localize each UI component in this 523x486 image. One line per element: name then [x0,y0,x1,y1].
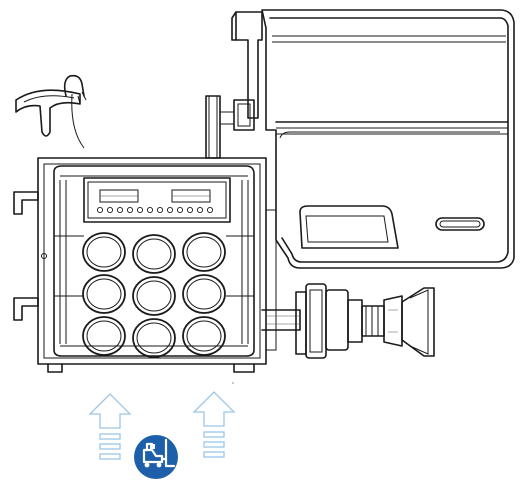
control-knob [176,206,184,214]
control-knob [96,206,104,214]
main-cabinet [13,157,267,365]
control-knob [196,206,204,214]
control-knob [106,206,114,214]
wheel [182,316,226,356]
wheel [132,276,176,316]
up-arrow-icon [192,391,236,458]
control-knob [166,206,174,214]
forklift-icon [134,435,178,479]
rear-tank [231,9,515,269]
cable-hook [15,74,87,149]
control-knob [136,206,144,214]
control-knob [126,206,134,214]
wheel [132,234,176,274]
cabinet-base [47,209,277,373]
control-knob [146,206,154,214]
wheel [182,232,226,272]
control-knobs [96,206,214,214]
wheel [82,316,126,356]
control-knob [206,206,214,214]
wheel [182,274,226,314]
wheel [82,232,126,272]
wheel [132,318,176,358]
riser-pipe [205,95,255,159]
control-knob [186,206,194,214]
wheel [82,274,126,314]
wheel-grid [82,232,226,358]
control-knob [156,206,164,214]
up-arrow-icon [88,393,132,460]
control-knob [116,206,124,214]
outlet-nozzle [261,283,435,359]
